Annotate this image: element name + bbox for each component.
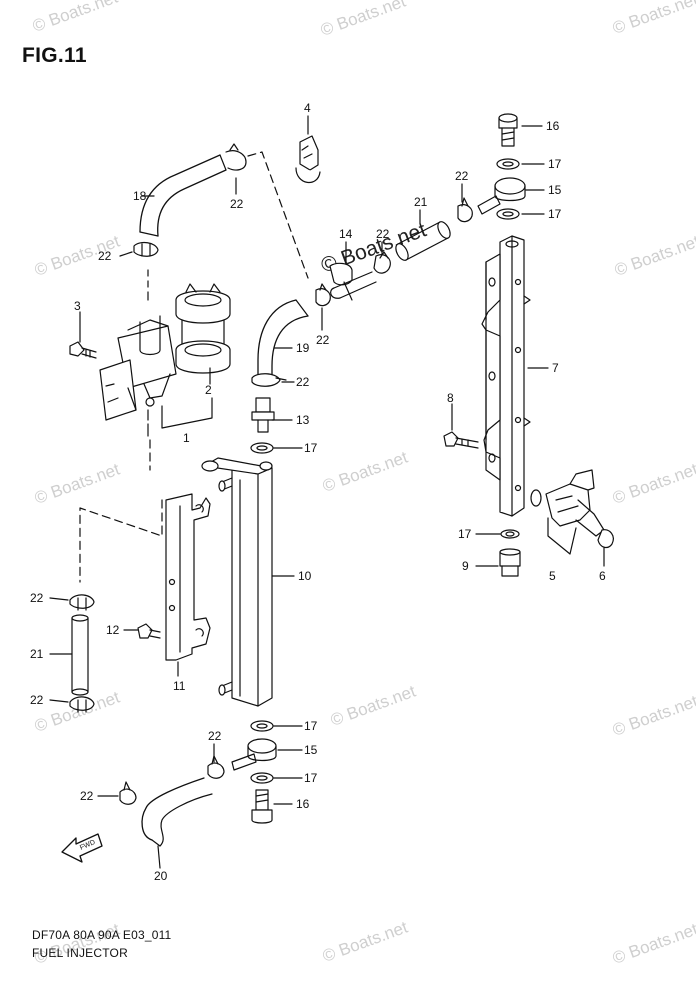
callout: 3 [74,299,81,313]
callout: 22 [296,375,310,389]
callout: 13 [296,413,310,427]
routing-line [247,151,309,279]
washer-part-17 [500,529,520,539]
banjo-fitting-part-15 [477,177,526,215]
callout: 11 [173,679,186,693]
figure-caption: FUEL INJECTOR [32,946,128,960]
hose-clamp [225,143,247,171]
callout: 17 [458,527,472,541]
callout: 20 [154,869,168,883]
callout: 22 [30,693,44,707]
hose-clamp [133,241,159,257]
hose-clamp [119,781,137,805]
routing-line [79,499,163,583]
plug-part-9 [499,548,521,577]
fitting-part-13 [251,397,275,433]
leader-line [161,397,213,429]
callout: 17 [548,207,562,221]
callout: 8 [447,391,454,405]
pipe-segment [330,271,377,299]
bolt-part-16 [251,789,273,824]
callout: 22 [455,169,469,183]
callout: 10 [298,569,312,583]
hose-clamp [69,594,95,611]
model-line: DF70A 80A 90A E03_011 [32,928,172,942]
leader-line [49,699,69,703]
callout: 16 [546,119,560,133]
bracket-part-11 [165,493,211,661]
callout: 7 [552,361,559,375]
callout: 4 [304,101,311,115]
washer-part-17 [496,208,520,220]
callout: 1 [183,431,190,445]
leader-line [119,251,133,257]
callout: 22 [98,249,112,263]
callout: 22 [30,591,44,605]
callout: 15 [548,183,562,197]
callout: 22 [316,333,330,347]
callout: 5 [549,569,556,583]
hose-clamp [69,696,95,713]
hose-clamp [315,283,331,307]
bolt-part-16 [498,113,518,147]
fuel-rail-part-10 [201,457,273,707]
hose-clamp [457,197,473,223]
fuel-rail-part-7 [481,235,531,517]
callout: 6 [599,569,606,583]
leader-line [547,517,577,555]
callout: 15 [304,743,318,757]
hose-part-20 [141,777,213,869]
hose-part-21 [395,221,451,261]
injector-part-5 [545,469,605,537]
clip-part-4 [295,135,321,183]
bolt-part-12 [137,623,161,639]
callout: 17 [548,157,562,171]
callout: 12 [106,623,120,637]
callout: 18 [133,189,147,203]
callout: 17 [304,719,318,733]
hose-part-19 [257,299,309,379]
o-ring [530,489,542,507]
callout: 14 [339,227,353,241]
o-ring-part-6 [597,529,614,549]
washer-part-17 [250,442,274,454]
callout: 22 [80,789,94,803]
hose-clamp [207,755,225,779]
callout: 21 [30,647,44,661]
bracket-part-2 [175,283,231,374]
hose-clamp [251,373,287,387]
banjo-fitting-part-15 [231,738,277,771]
callout: 16 [296,797,310,811]
hose-part-21-lower [71,614,89,696]
callout: 22 [230,197,244,211]
injector-body-part-1 [99,315,177,421]
bolt-part-3 [69,341,97,359]
callout: 21 [414,195,428,209]
leader-line [49,597,69,601]
callout: 22 [376,227,390,241]
callout: 17 [304,771,318,785]
hose-part-18 [139,154,227,237]
callout: 22 [208,729,222,743]
callout-labels: 4 16 17 18 22 22 15 21 17 14 22 22 3 22 … [30,101,606,883]
figure-title: FIG.11 [22,44,87,67]
callout: 2 [205,383,212,397]
callout: 17 [304,441,318,455]
bolt-part-8 [443,431,479,449]
washer-part-17 [250,772,274,784]
washer-part-17 [496,158,520,170]
washer-part-17 [250,720,274,732]
callout: 9 [462,559,469,573]
hose-clamp [373,251,391,274]
forward-arrow-icon [61,833,103,863]
callout: 19 [296,341,310,355]
